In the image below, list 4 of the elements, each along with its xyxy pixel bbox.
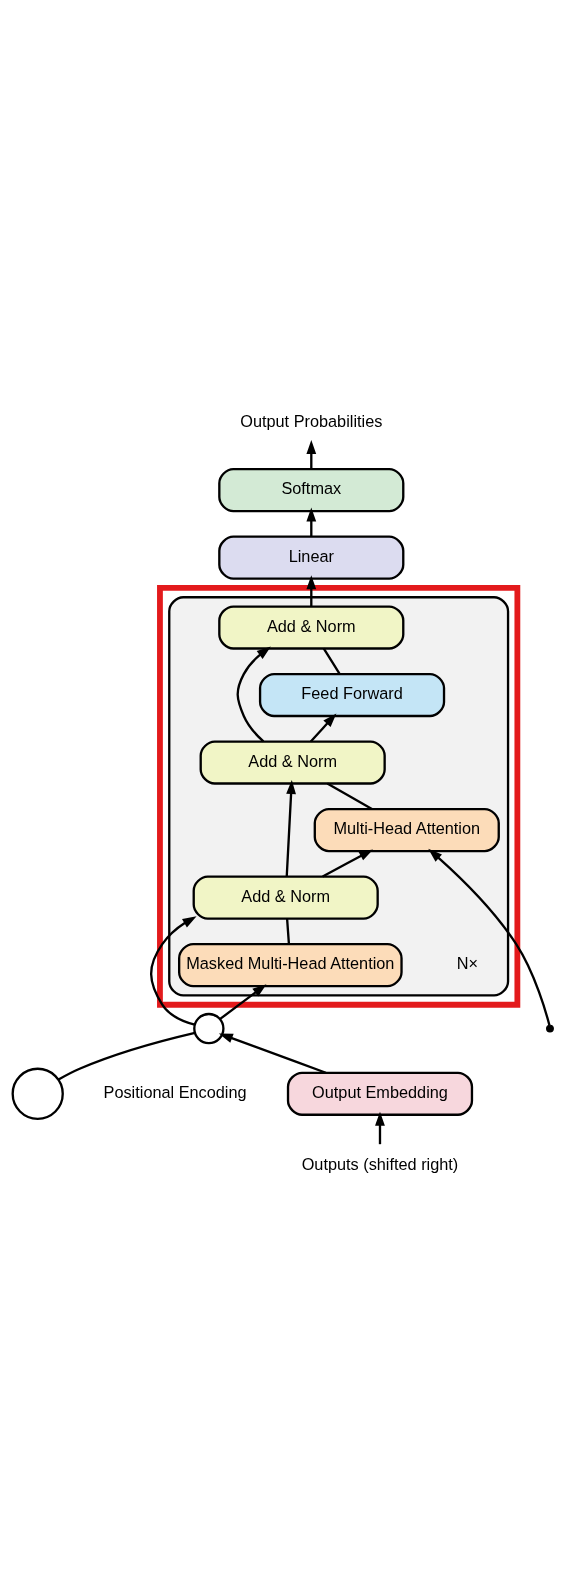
node-text: Output Probabilities xyxy=(240,411,383,430)
node-text: Outputs (shifted right) xyxy=(301,1154,459,1173)
node-label: N× xyxy=(456,954,478,973)
node-label: Positional Encoding xyxy=(103,1083,247,1102)
